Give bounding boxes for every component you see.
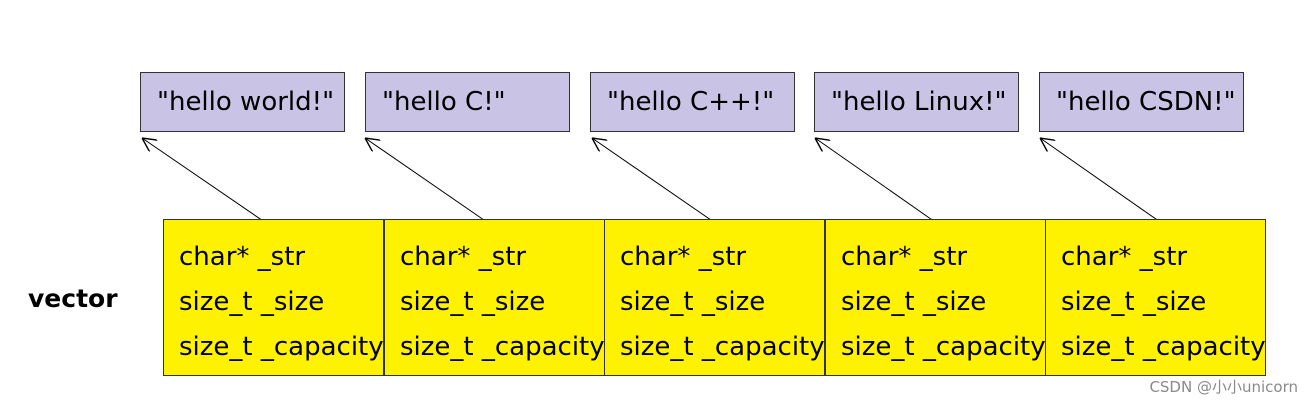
field-str: char* _str	[1061, 242, 1188, 272]
vector-label: vector	[28, 284, 118, 313]
field-capacity: size_t _capacity	[620, 332, 825, 362]
vector-element-4: char* _str size_t _size size_t _capacity	[825, 219, 1046, 376]
field-size: size_t _size	[1061, 287, 1207, 317]
field-size: size_t _size	[841, 287, 987, 317]
field-size: size_t _size	[620, 287, 766, 317]
vector-element-1: char* _str size_t _size size_t _capacity	[163, 219, 384, 376]
string-box-3: "hello C++!"	[590, 72, 795, 132]
string-box-4: "hello Linux!"	[814, 72, 1019, 132]
field-str: char* _str	[400, 242, 527, 272]
field-str: char* _str	[179, 242, 306, 272]
string-box-1: "hello world!"	[140, 72, 345, 132]
vector-element-5: char* _str size_t _size size_t _capacity	[1045, 219, 1266, 376]
field-size: size_t _size	[400, 287, 546, 317]
vector-element-2: char* _str size_t _size size_t _capacity	[384, 219, 605, 376]
field-capacity: size_t _capacity	[400, 332, 605, 362]
field-capacity: size_t _capacity	[179, 332, 384, 362]
field-capacity: size_t _capacity	[1061, 332, 1266, 362]
watermark: CSDN @小小unicorn	[1149, 378, 1298, 396]
field-size: size_t _size	[179, 287, 325, 317]
field-str: char* _str	[841, 242, 968, 272]
field-str: char* _str	[620, 242, 747, 272]
string-box-2: "hello C!"	[365, 72, 570, 132]
field-capacity: size_t _capacity	[841, 332, 1046, 362]
vector-element-3: char* _str size_t _size size_t _capacity	[604, 219, 825, 376]
string-box-5: "hello CSDN!"	[1039, 72, 1244, 132]
